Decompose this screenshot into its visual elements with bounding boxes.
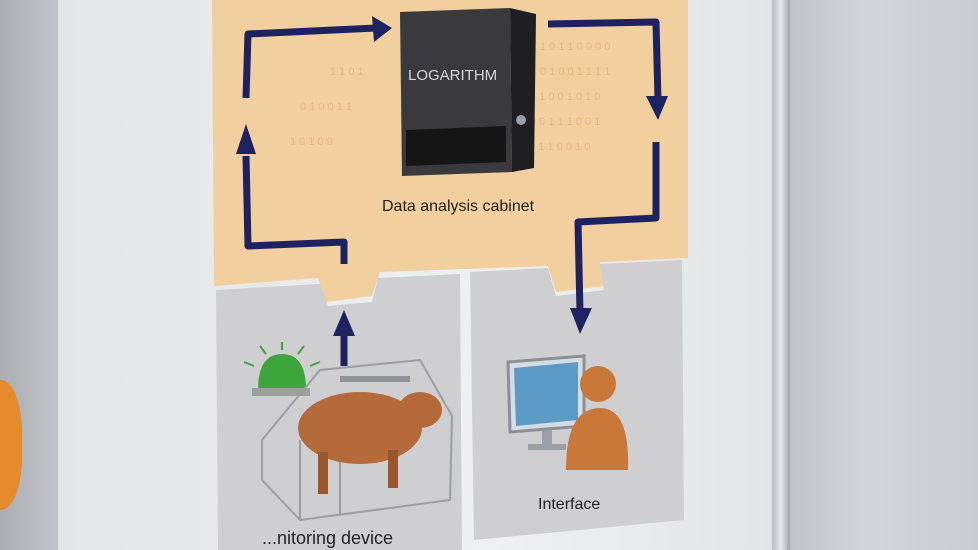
pig-monitoring-icon (261, 358, 454, 522)
binary-pattern: 1 0 1 1 0 0 0 0 0 1 0 0 1 1 1 1 1 1 0 0 … (290, 41, 610, 153)
svg-text:0 1 0 0 1 1 1 1: 0 1 0 0 1 1 1 1 (540, 66, 610, 78)
svg-text:1 1 0 0 1 0 1 0: 1 1 0 0 1 0 1 0 (530, 91, 600, 103)
svg-text:1 1 0 1: 1 1 0 1 (330, 66, 364, 78)
cabinet-label: Data analysis cabinet (382, 198, 535, 215)
arrow-heads (236, 16, 668, 336)
wall-right (790, 0, 978, 550)
orange-figure-edge (0, 380, 22, 510)
frame-rail (772, 0, 790, 550)
svg-text:1 0 1 1 0 0 0 0: 1 0 1 1 0 0 0 0 (540, 41, 610, 53)
alert-light-icon (243, 342, 321, 396)
flow-arrows (242, 18, 662, 366)
interface-icon (506, 354, 629, 470)
cabinet-brand: LOGARITHM (408, 67, 497, 84)
interface-label: Interface (538, 496, 600, 513)
data-cabinet-icon (400, 8, 536, 176)
svg-text:0 1 0 0 1 1: 0 1 0 0 1 1 (300, 101, 352, 113)
svg-text:0 0 1 1 1 0 0 1: 0 0 1 1 1 0 0 1 (530, 116, 600, 128)
svg-text:1 0 1 1 0 0 1 0: 1 0 1 1 0 0 1 0 (520, 141, 590, 153)
monitoring-label: ...nitoring device (262, 528, 393, 548)
svg-text:1 0 1 0 0: 1 0 1 0 0 (290, 136, 333, 148)
